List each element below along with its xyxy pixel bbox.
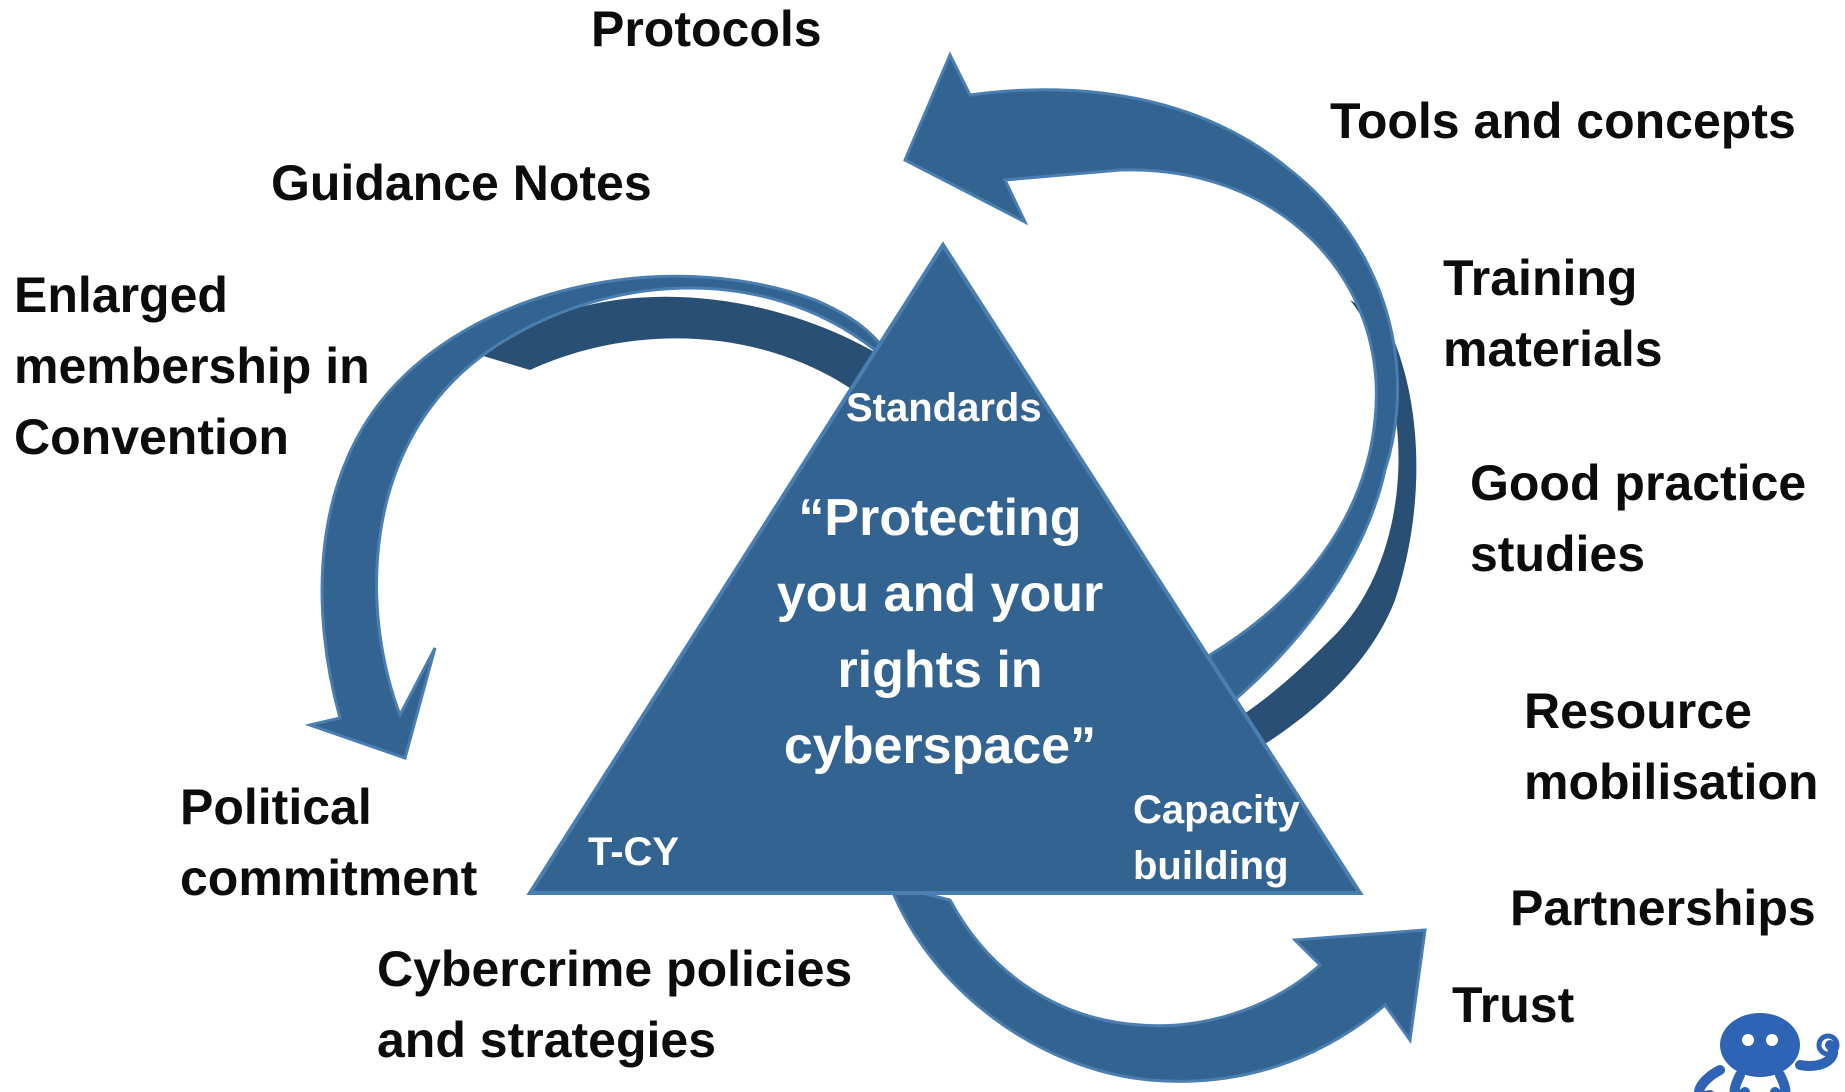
label-training-materials: Training materials [1443,243,1663,385]
octopus-logo-icon [1694,1013,1840,1092]
arrow-top-right-underside [1210,300,1417,762]
label-good-practice-studies: Good practice studies [1470,448,1806,590]
arrow-left-underside [480,296,880,395]
capacity-line-1: Capacity [1133,788,1300,832]
center-quote-line-2: you and your [776,565,1104,623]
capacity-line-2: building [1133,844,1289,888]
arrow-left-body [304,274,889,760]
center-quote-line-1: “Protecting [798,489,1082,547]
center-quote-line-4: cyberspace” [783,717,1097,775]
good-practice-line-1: Good practice [1470,455,1807,511]
central-triangle [526,241,1364,895]
label-trust: Trust [1452,977,1575,1033]
arrow-top-right-body [903,51,1400,724]
arrow-bottom [887,882,1427,1083]
label-cybercrime-policies: Cybercrime policies and strategies [377,934,852,1076]
political-line-2: commitment [180,850,478,906]
arrow-left [304,274,889,760]
resource-line-1: Resource [1524,683,1752,739]
enlarged-line-1: Enlarged [14,267,228,323]
label-enlarged-membership: Enlarged membership in Convention [14,260,370,473]
cybercrime-line-1: Cybercrime policies [377,941,853,997]
enlarged-line-3: Convention [14,409,289,465]
enlarged-line-2: membership in [14,338,370,394]
good-practice-line-2: studies [1470,526,1646,582]
triangle-label-standards: Standards [846,386,1042,430]
triangle-label-capacity-building: Capacity building [1133,782,1300,894]
training-line-1: Training [1443,250,1638,306]
label-political-commitment: Political commitment [180,772,477,914]
arrow-bottom-body [887,882,1427,1083]
resource-line-2: mobilisation [1524,754,1819,810]
label-protocols: Protocols [591,1,822,57]
triangle-label-tcy: T-CY [588,830,680,874]
center-quote-line-3: rights in [837,641,1043,699]
training-line-2: materials [1443,321,1663,377]
arrow-top-right [903,51,1417,762]
label-partnerships: Partnerships [1510,880,1816,936]
center-quote: “Protecting you and your rights in cyber… [660,480,1220,784]
political-line-1: Political [180,779,372,835]
label-guidance-notes: Guidance Notes [271,155,652,211]
cybercrime-line-2: and strategies [377,1012,717,1068]
label-tools-and-concepts: Tools and concepts [1330,93,1796,149]
label-resource-mobilisation: Resource mobilisation [1524,676,1818,818]
